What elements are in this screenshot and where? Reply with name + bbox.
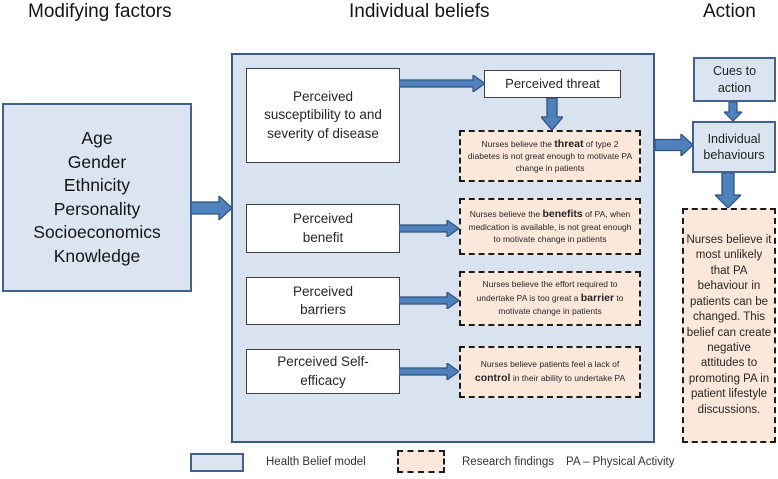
perceived-threat-box: Perceived threat — [484, 70, 621, 98]
individual-behaviours-box: Individual behaviours — [692, 121, 776, 173]
legend-research-label: Research findings — [462, 456, 555, 468]
cues-to-action-box: Cues to action — [693, 57, 776, 102]
factor-knowledge: Knowledge — [53, 245, 141, 266]
finding-benefit-box: Nurses believe the benefits of PA, when … — [459, 198, 641, 255]
arrow-behaviours-to-finding — [715, 173, 741, 208]
finding-threat-text: Nurses believe the threat of type 2 diab… — [467, 137, 633, 174]
individual-behaviours-label: Individual behaviours — [703, 131, 765, 162]
perceived-self-efficacy-box: Perceived Self-efficacy — [246, 349, 400, 394]
perceived-benefit-label: Perceived benefit — [292, 211, 354, 245]
perceived-threat-label: Perceived threat — [505, 76, 600, 92]
legend-hbm-label: Health Belief model — [266, 456, 366, 468]
perceived-benefit-box: Perceived benefit — [246, 204, 400, 253]
factor-personality: Personality — [53, 198, 141, 219]
arrow-barriers-to-finding — [399, 292, 459, 309]
header-action: Action — [703, 1, 756, 22]
arrow-susceptibility-to-threat — [399, 75, 485, 92]
header-individual-beliefs: Individual beliefs — [349, 1, 490, 22]
finding-action-text: Nurses believe it most unlikely that PA … — [686, 234, 772, 416]
finding-action-box: Nurses believe it most unlikely that PA … — [682, 208, 776, 443]
factor-age: Age — [81, 128, 113, 148]
legend-research-swatch — [397, 450, 445, 473]
legend-hbm-swatch — [190, 453, 244, 472]
arrow-factors-to-beliefs — [191, 196, 232, 220]
finding-self-efficacy-text: Nurses believe patients feel a lack of c… — [474, 358, 626, 384]
perceived-self-efficacy-label: Perceived Self-efficacy — [277, 354, 369, 388]
header-modifying-factors: Modifying factors — [28, 1, 172, 22]
perceived-barriers-label: Perceived barriers — [292, 283, 354, 317]
perceived-susceptibility-label: Perceived susceptibility to and severity… — [264, 89, 382, 141]
perceived-barriers-box: Perceived barriers — [246, 277, 400, 325]
finding-self-efficacy-box: Nurses believe patients feel a lack of c… — [459, 346, 641, 398]
perceived-susceptibility-box: Perceived susceptibility to and severity… — [246, 68, 400, 163]
factor-gender: Gender — [67, 151, 127, 172]
modifying-factors-box: Age Gender Ethnicity Personality Socioec… — [2, 103, 192, 292]
finding-benefit-text: Nurses believe the benefits of PA, when … — [468, 208, 632, 244]
legend-pa-label: PA – Physical Activity — [566, 456, 675, 468]
arrow-cues-to-behaviours — [724, 102, 742, 121]
finding-threat-box: Nurses believe the threat of type 2 diab… — [459, 130, 641, 182]
arrow-benefit-to-finding — [399, 220, 459, 237]
arrow-self-efficacy-to-finding — [399, 363, 459, 380]
factor-socioeconomics: Socioeconomics — [33, 222, 161, 242]
arrow-threat-down — [541, 98, 563, 130]
finding-barriers-box: Nurses believe the effort required to un… — [459, 271, 641, 326]
cues-to-action-label: Cues to action — [712, 64, 757, 95]
finding-barriers-text: Nurses believe the effort required to un… — [476, 279, 624, 316]
factor-ethnicity: Ethnicity — [63, 175, 131, 195]
arrow-beliefs-to-behaviours — [655, 134, 693, 156]
modifying-factors-list: Age Gender Ethnicity Personality Socioec… — [33, 127, 160, 268]
